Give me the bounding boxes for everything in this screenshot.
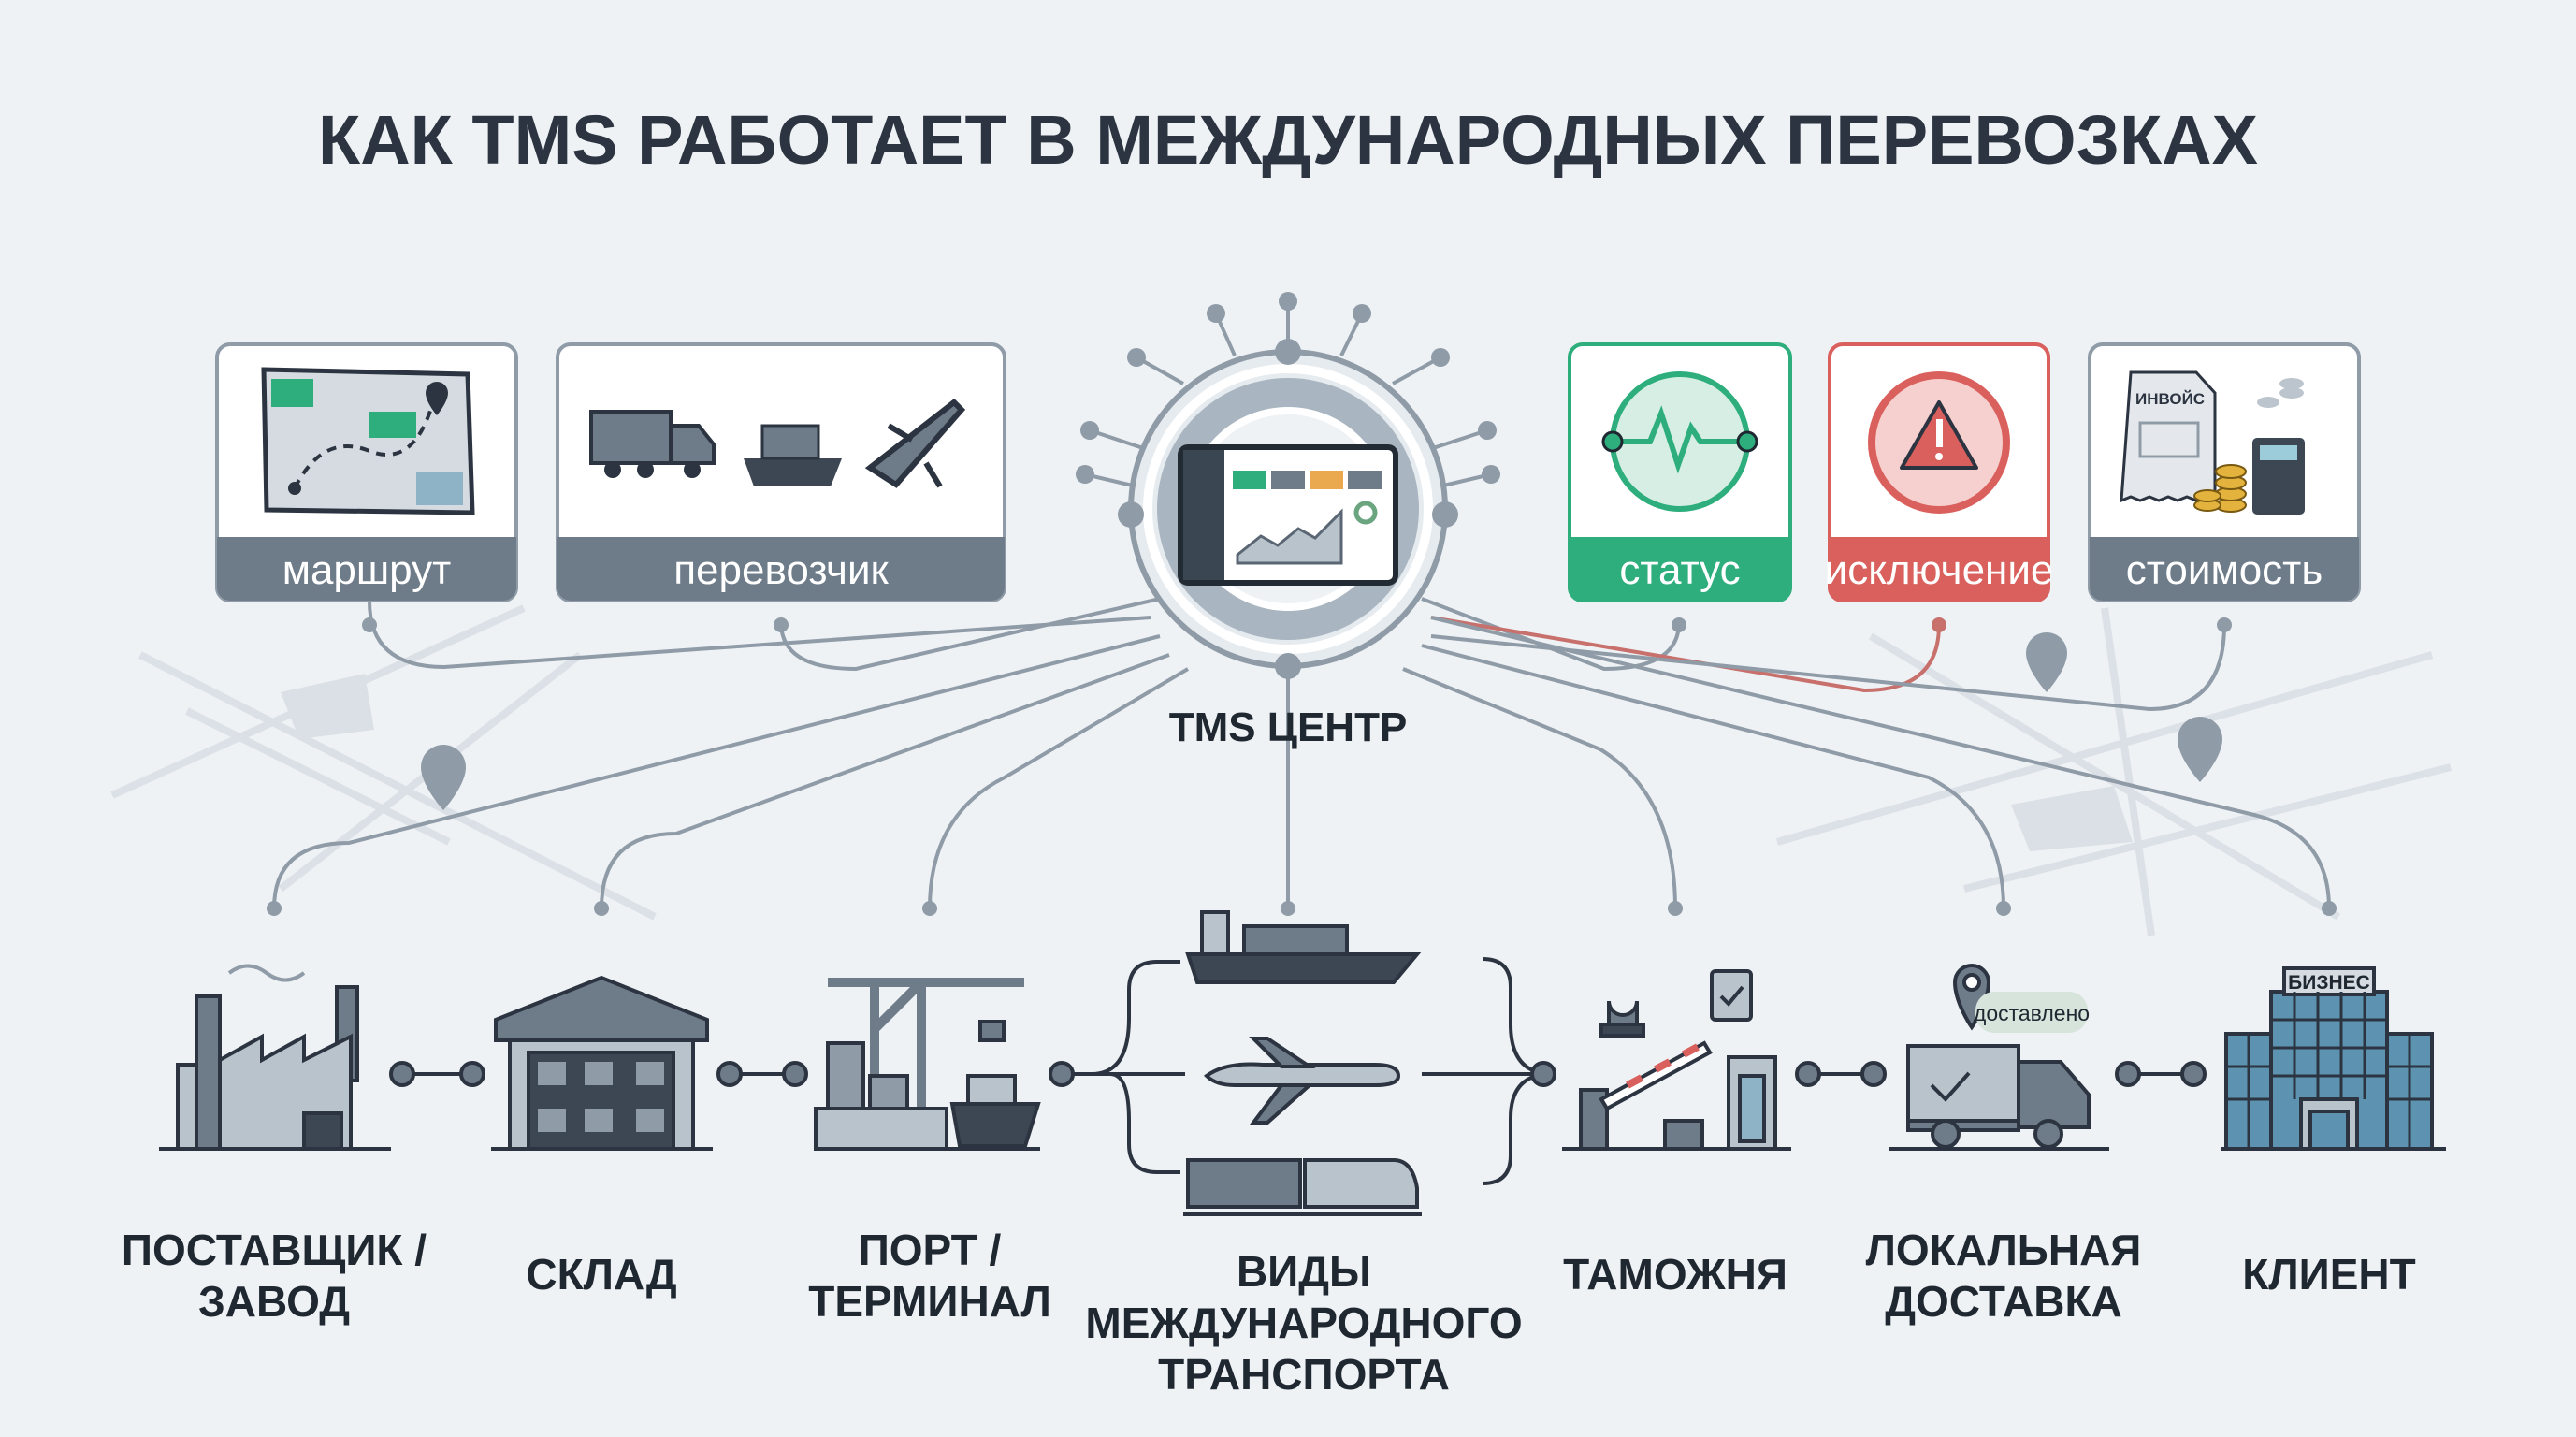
card-label: перевозчик: [673, 547, 889, 593]
node-label: ЗАВОД: [198, 1277, 350, 1326]
top-card-route[interactable]: маршрут: [215, 342, 518, 602]
delivered-badge: [1975, 992, 2088, 1033]
node-port[interactable]: ПОРТ / ТЕРМИНАЛ: [808, 978, 1051, 1326]
business-building-icon: [2221, 966, 2446, 1151]
node-label: СКЛАД: [526, 1250, 676, 1299]
node-label: КЛИЕНТ: [2242, 1250, 2415, 1299]
node-label: ТРАНСПОРТА: [1158, 1350, 1450, 1399]
node-label: ДОСТАВКА: [1885, 1277, 2122, 1326]
background-map: [110, 604, 2452, 936]
node-transport-modes[interactable]: ВИДЫ МЕЖДУНАРОДНОГО ТРАНСПОРТА: [1085, 910, 1523, 1399]
node-label: ТЕРМИНАЛ: [808, 1277, 1051, 1326]
node-local-delivery[interactable]: доставлено ЛОКАЛЬНАЯ ДОСТАВКА: [1866, 964, 2142, 1326]
heartbeat-status-icon: [1601, 371, 1758, 512]
node-warehouse[interactable]: СКЛАД: [491, 975, 713, 1299]
card-label: исключение: [1825, 547, 2054, 593]
top-card-status[interactable]: статус: [1568, 342, 1792, 602]
page-title: КАК TMS РАБОТАЕТ В МЕЖДУНАРОДНЫХ ПЕРЕВОЗ…: [318, 101, 2258, 179]
hub-connectors: [267, 597, 2337, 916]
warehouse-icon: [491, 975, 713, 1151]
dashboard-monitor-icon: [1178, 444, 1398, 586]
card-label: статус: [1619, 547, 1740, 593]
node-label: МЕЖДУНАРОДНОГО: [1085, 1299, 1522, 1347]
delivered-badge-text: доставлено: [1974, 1001, 2090, 1025]
flow-connectors: [389, 957, 2207, 1185]
node-label: ВИДЫ: [1237, 1247, 1371, 1296]
node-customs[interactable]: ТАМОЖНЯ: [1562, 969, 1791, 1299]
top-card-carrier[interactable]: перевозчик: [556, 342, 1006, 602]
node-label: ТАМОЖНЯ: [1563, 1250, 1787, 1299]
hub-label: TMS ЦЕНТР: [1169, 704, 1408, 750]
port-crane-icon: [814, 978, 1041, 1151]
factory-icon: [159, 964, 391, 1151]
node-label: ПОРТ /: [859, 1226, 1002, 1274]
node-supplier[interactable]: ПОСТАВЩИК / ЗАВОД: [122, 964, 427, 1327]
invoice-calculator-icon: ИНВОЙС: [2120, 370, 2305, 515]
node-label: ПОСТАВЩИК /: [122, 1226, 427, 1274]
map-route-icon: [261, 367, 475, 515]
node-client[interactable]: БИЗНЕС КЛИЕНТ: [2221, 966, 2446, 1299]
ship-plane-train-icon: [1183, 910, 1422, 1216]
map-pin-icon: [421, 632, 2222, 810]
top-card-cost[interactable]: ИНВОЙС стоимость: [2088, 342, 2361, 602]
invoice-text: ИНВОЙС: [2135, 390, 2205, 408]
card-label: маршрут: [282, 547, 452, 593]
warning-triangle-icon: [1868, 371, 2010, 514]
top-card-exception[interactable]: исключение: [1825, 342, 2054, 602]
truck-ship-plane-icon: [589, 399, 966, 488]
card-label: стоимость: [2126, 547, 2323, 593]
tms-hub[interactable]: TMS ЦЕНТР: [1076, 292, 1500, 750]
node-label: ЛОКАЛЬНАЯ: [1866, 1226, 2142, 1274]
customs-barrier-icon: [1562, 969, 1791, 1151]
business-sign: БИЗНЕС: [2288, 972, 2370, 994]
delivery-truck-icon: [1889, 964, 2109, 1151]
